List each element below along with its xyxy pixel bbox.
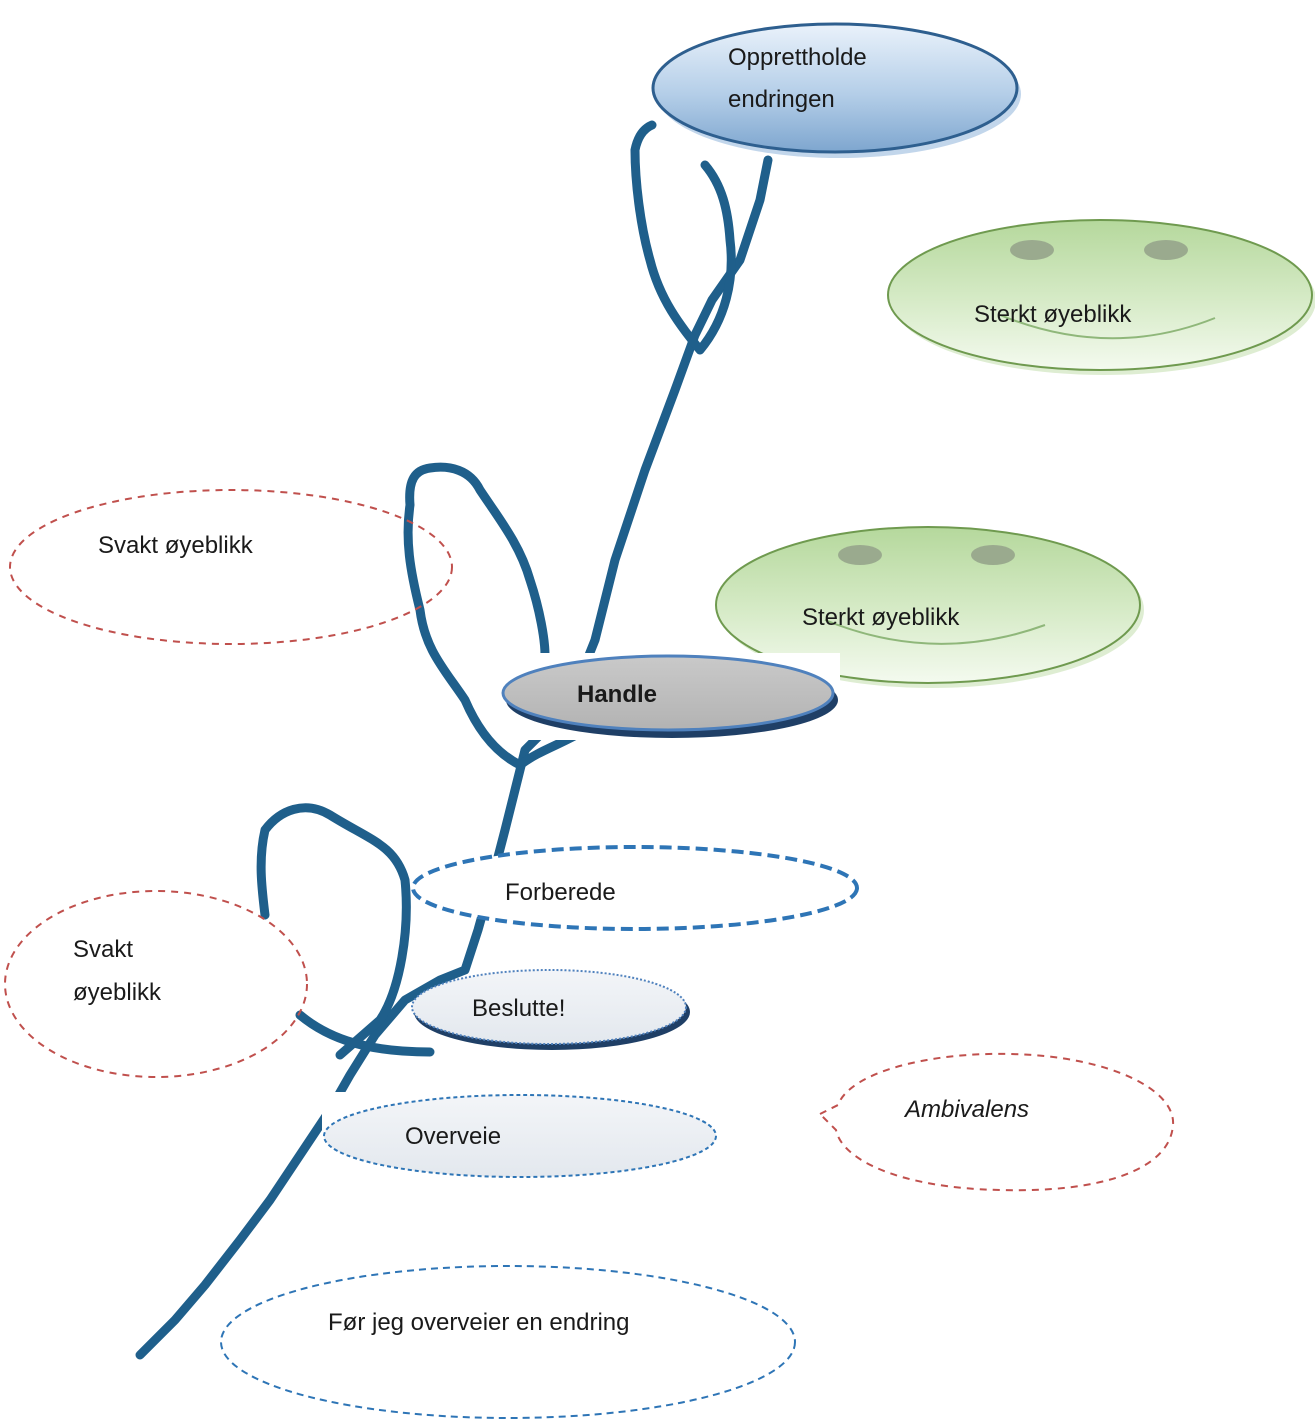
- act-label: Handle: [577, 681, 657, 708]
- weak-moment-top-label: Svakt øyeblikk: [98, 532, 254, 559]
- smiley-eye-left: [1010, 240, 1054, 260]
- decide-label: Beslutte!: [472, 995, 565, 1022]
- smiley-mouth: [999, 314, 1216, 340]
- maintain-change-line2: endringen: [728, 86, 835, 113]
- path-loop-top: [630, 120, 736, 355]
- prepare-label: Forberede: [505, 879, 616, 906]
- smiley-eye-right: [971, 545, 1015, 565]
- maintain-change-line1: Opprettholde: [728, 44, 867, 71]
- strong-moment-top-node: Sterkt øyeblikk: [887, 219, 1315, 375]
- maintain-change-node: Opprettholde endringen: [651, 22, 1021, 158]
- smiley-eye-right: [1144, 240, 1188, 260]
- weak-moment-bottom-line1: Svakt: [73, 936, 133, 963]
- smiley-eye-left: [838, 545, 882, 565]
- strong-moment-top-label: Sterkt øyeblikk: [974, 301, 1132, 328]
- strong-moment-middle-label: Sterkt øyeblikk: [802, 604, 960, 631]
- consider-label: Overveie: [405, 1123, 501, 1150]
- strong-moment-middle-node: Sterkt øyeblikk: [715, 526, 1144, 688]
- weak-moment-bottom-node: Svakt øyeblikk: [4, 890, 308, 1078]
- ambivalence-callout: Ambivalens: [818, 1052, 1175, 1192]
- decide-node: Beslutte!: [411, 969, 690, 1050]
- precontemplation-label: Før jeg overveier en endring: [328, 1309, 629, 1336]
- weak-moment-top-node: Svakt øyeblikk: [9, 489, 453, 645]
- precontemplation-node: Før jeg overveier en endring: [220, 1265, 796, 1419]
- ambivalence-label: Ambivalens: [903, 1096, 1029, 1123]
- path-loop-lower: [256, 803, 435, 1060]
- prepare-node: Forberede: [411, 845, 859, 931]
- act-node: Handle: [500, 653, 840, 740]
- smiley-mouth: [824, 619, 1046, 645]
- weak-moment-bottom-line2: øyeblikk: [73, 979, 162, 1006]
- consider-node: Overveie: [322, 1092, 720, 1196]
